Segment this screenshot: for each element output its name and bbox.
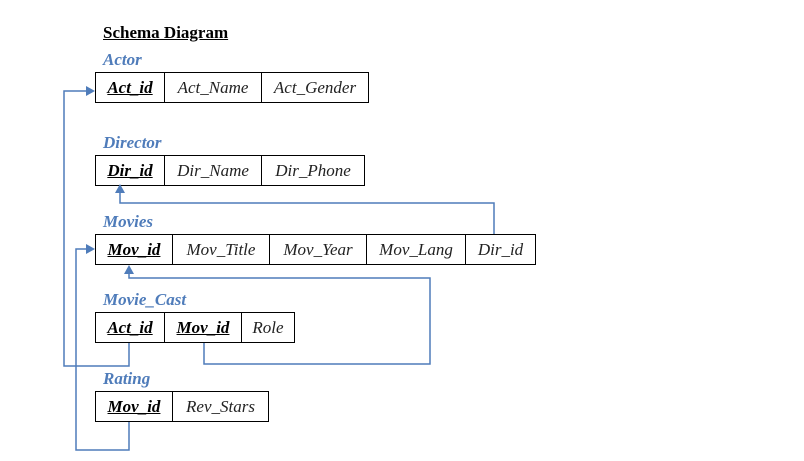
field-rating-rev-stars: Rev_Stars (172, 392, 268, 421)
table-name-movie-cast: Movie_Cast (103, 290, 187, 309)
field-actor-act-name: Act_Name (164, 73, 261, 102)
field-director-dir-name: Dir_Name (164, 156, 261, 185)
table-movies: Mov_id Mov_Title Mov_Year Mov_Lang Dir_i… (95, 234, 536, 265)
field-movies-mov-lang: Mov_Lang (366, 235, 465, 264)
field-movies-mov-year: Mov_Year (269, 235, 366, 264)
table-name-director: Director (103, 133, 162, 152)
field-actor-act-id: Act_id (107, 77, 153, 97)
field-movie-cast-role: Role (241, 313, 294, 342)
table-name-movies: Movies (103, 212, 154, 231)
field-movies-mov-title: Mov_Title (172, 235, 269, 264)
connector-cast-act-id-to-actor (63, 90, 130, 367)
arrowhead-movies-mov-id-top (124, 265, 134, 274)
field-movie-cast-act-id: Act_id (107, 317, 153, 337)
table-actor: Act_id Act_Name Act_Gender (95, 72, 369, 103)
arrowhead-director-dir-id (115, 184, 125, 193)
table-director: Dir_id Dir_Name Dir_Phone (95, 155, 365, 186)
table-rating: Mov_id Rev_Stars (95, 391, 269, 422)
arrowhead-actor-act-id (86, 86, 95, 96)
connector-rating-mov-id-to-movies (75, 248, 130, 451)
field-movie-cast-mov-id: Mov_id (164, 313, 241, 342)
table-movie-cast: Act_id Mov_id Role (95, 312, 295, 343)
field-movies-dir-id: Dir_id (465, 235, 535, 264)
table-name-actor: Actor (103, 50, 142, 69)
connector-cast-mov-id-to-movies (128, 272, 431, 365)
field-rating-mov-id: Mov_id (107, 396, 161, 416)
diagram-title: Schema Diagram (103, 23, 229, 42)
table-name-rating: Rating (103, 369, 151, 388)
field-director-dir-id: Dir_id (107, 160, 153, 180)
connector-movies-dir-id-to-director (119, 191, 495, 234)
arrowhead-movies-mov-id-left (86, 244, 95, 254)
field-director-dir-phone: Dir_Phone (261, 156, 364, 185)
field-actor-act-gender: Act_Gender (261, 73, 368, 102)
field-movies-mov-id: Mov_id (107, 239, 161, 259)
